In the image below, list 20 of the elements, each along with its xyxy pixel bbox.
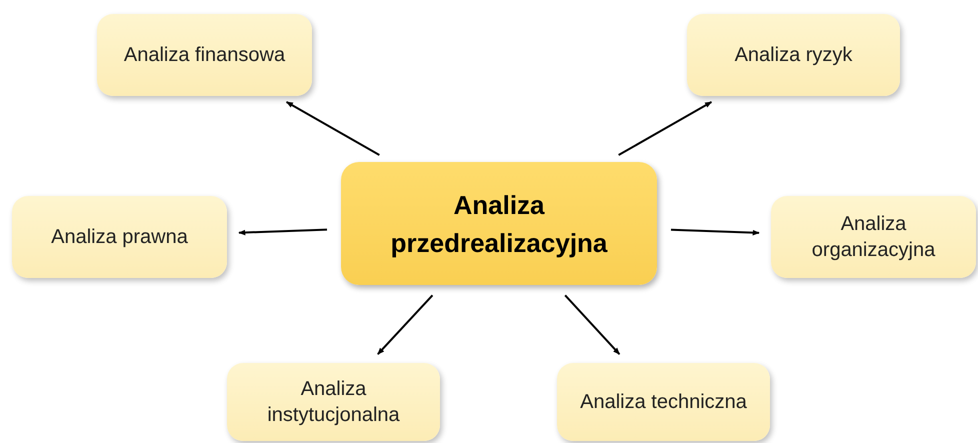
box-label: Analiza techniczna <box>580 390 747 415</box>
central-box <box>341 162 657 285</box>
box-label: Analiza prawna <box>51 225 188 250</box>
box-label: Analiza przedrealizacyjna <box>390 188 608 260</box>
arrow <box>286 101 380 156</box>
topic-box <box>227 363 440 441</box>
topic-box <box>771 196 976 278</box>
box-label: Analiza ryzyk <box>734 43 852 68</box>
topic-box <box>12 196 227 278</box>
arrow <box>377 294 434 355</box>
arrow <box>618 101 712 156</box>
box-label: Analiza instytucjonalna <box>266 377 401 428</box>
topic-box <box>557 363 770 441</box>
box-label: Analiza organizacyjna <box>810 212 936 263</box>
arrow <box>564 294 620 355</box>
topic-box <box>687 14 900 96</box>
topic-box <box>97 14 312 96</box>
arrow <box>238 228 328 236</box>
arrow <box>670 228 760 236</box>
box-label: Analiza finansowa <box>124 43 286 68</box>
